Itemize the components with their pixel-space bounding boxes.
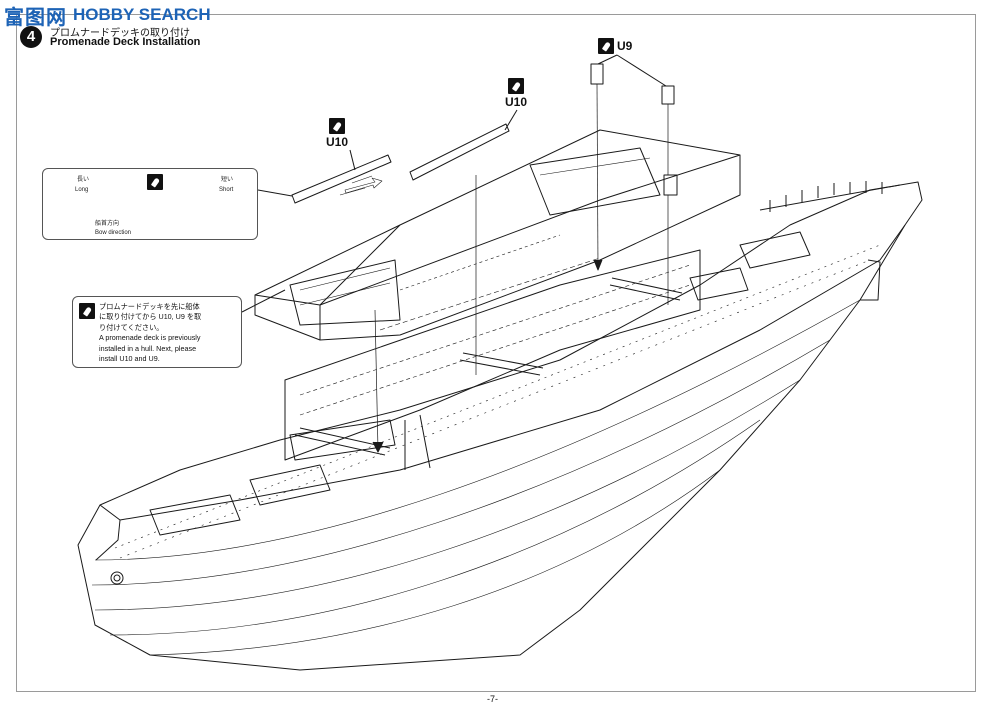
instruction-note: プロムナードデッキを先に船体 に取り付けてから U10, U9 を取 り付けてく…	[72, 296, 242, 368]
note-jp-line: に取り付けてから U10, U9 を取	[99, 312, 202, 322]
page-number: -7-	[487, 694, 498, 704]
cement-icon	[598, 38, 614, 54]
part-u10-left-text: U10	[326, 135, 349, 149]
page-frame	[16, 14, 976, 692]
instruction-note-text: プロムナードデッキを先に船体 に取り付けてから U10, U9 を取 り付けてく…	[99, 302, 235, 365]
part-u10-left-shape	[291, 154, 392, 204]
direction-callout: 長い Long 短い Short 船首方向 Bow direction	[42, 168, 258, 240]
watermark: 富图网 HOBBY SEARCH	[4, 2, 211, 29]
long-label-en: Long	[75, 187, 89, 193]
cement-icon	[329, 118, 345, 134]
note-en-line: A promenade deck is previously	[99, 333, 201, 343]
long-label-jp: 長い	[77, 177, 90, 183]
note-jp-line: り付けてください。	[99, 322, 164, 332]
cement-icon	[79, 303, 95, 319]
cement-icon	[147, 174, 163, 190]
cement-icon	[508, 78, 524, 94]
part-u10-right-shape	[409, 123, 510, 181]
promenade-deck	[254, 129, 741, 341]
note-en-line: install U10 and U9.	[99, 354, 160, 364]
note-jp-line: プロムナードデッキを先に船体	[99, 302, 200, 311]
note-en-line: installed in a hull. Next, please	[99, 343, 197, 353]
watermark-english: HOBBY SEARCH	[73, 5, 211, 24]
watermark-chinese: 富图网	[4, 6, 67, 29]
short-label-en: Short	[219, 187, 234, 193]
hull-outline	[77, 181, 923, 671]
part-u9-b-shape	[661, 85, 675, 105]
bow-direction-label-en: Bow direction	[95, 230, 132, 236]
part-label-u10-right: U10	[505, 78, 527, 109]
part-u10-right-text: U10	[505, 95, 528, 109]
step-number-badge: 4	[20, 26, 42, 48]
part-u9-text: U9	[617, 39, 633, 53]
part-label-u10-left: U10	[326, 118, 348, 149]
step-title-japanese: プロムナードデッキの取り付け	[50, 28, 190, 39]
part-label-u9: U9	[598, 38, 632, 54]
bow-direction-label-jp: 船首方向	[95, 221, 120, 227]
part-u9-a-shape	[590, 63, 604, 85]
short-label-jp: 短い	[221, 177, 234, 183]
step-title-english: Promenade Deck Installation	[50, 36, 201, 48]
